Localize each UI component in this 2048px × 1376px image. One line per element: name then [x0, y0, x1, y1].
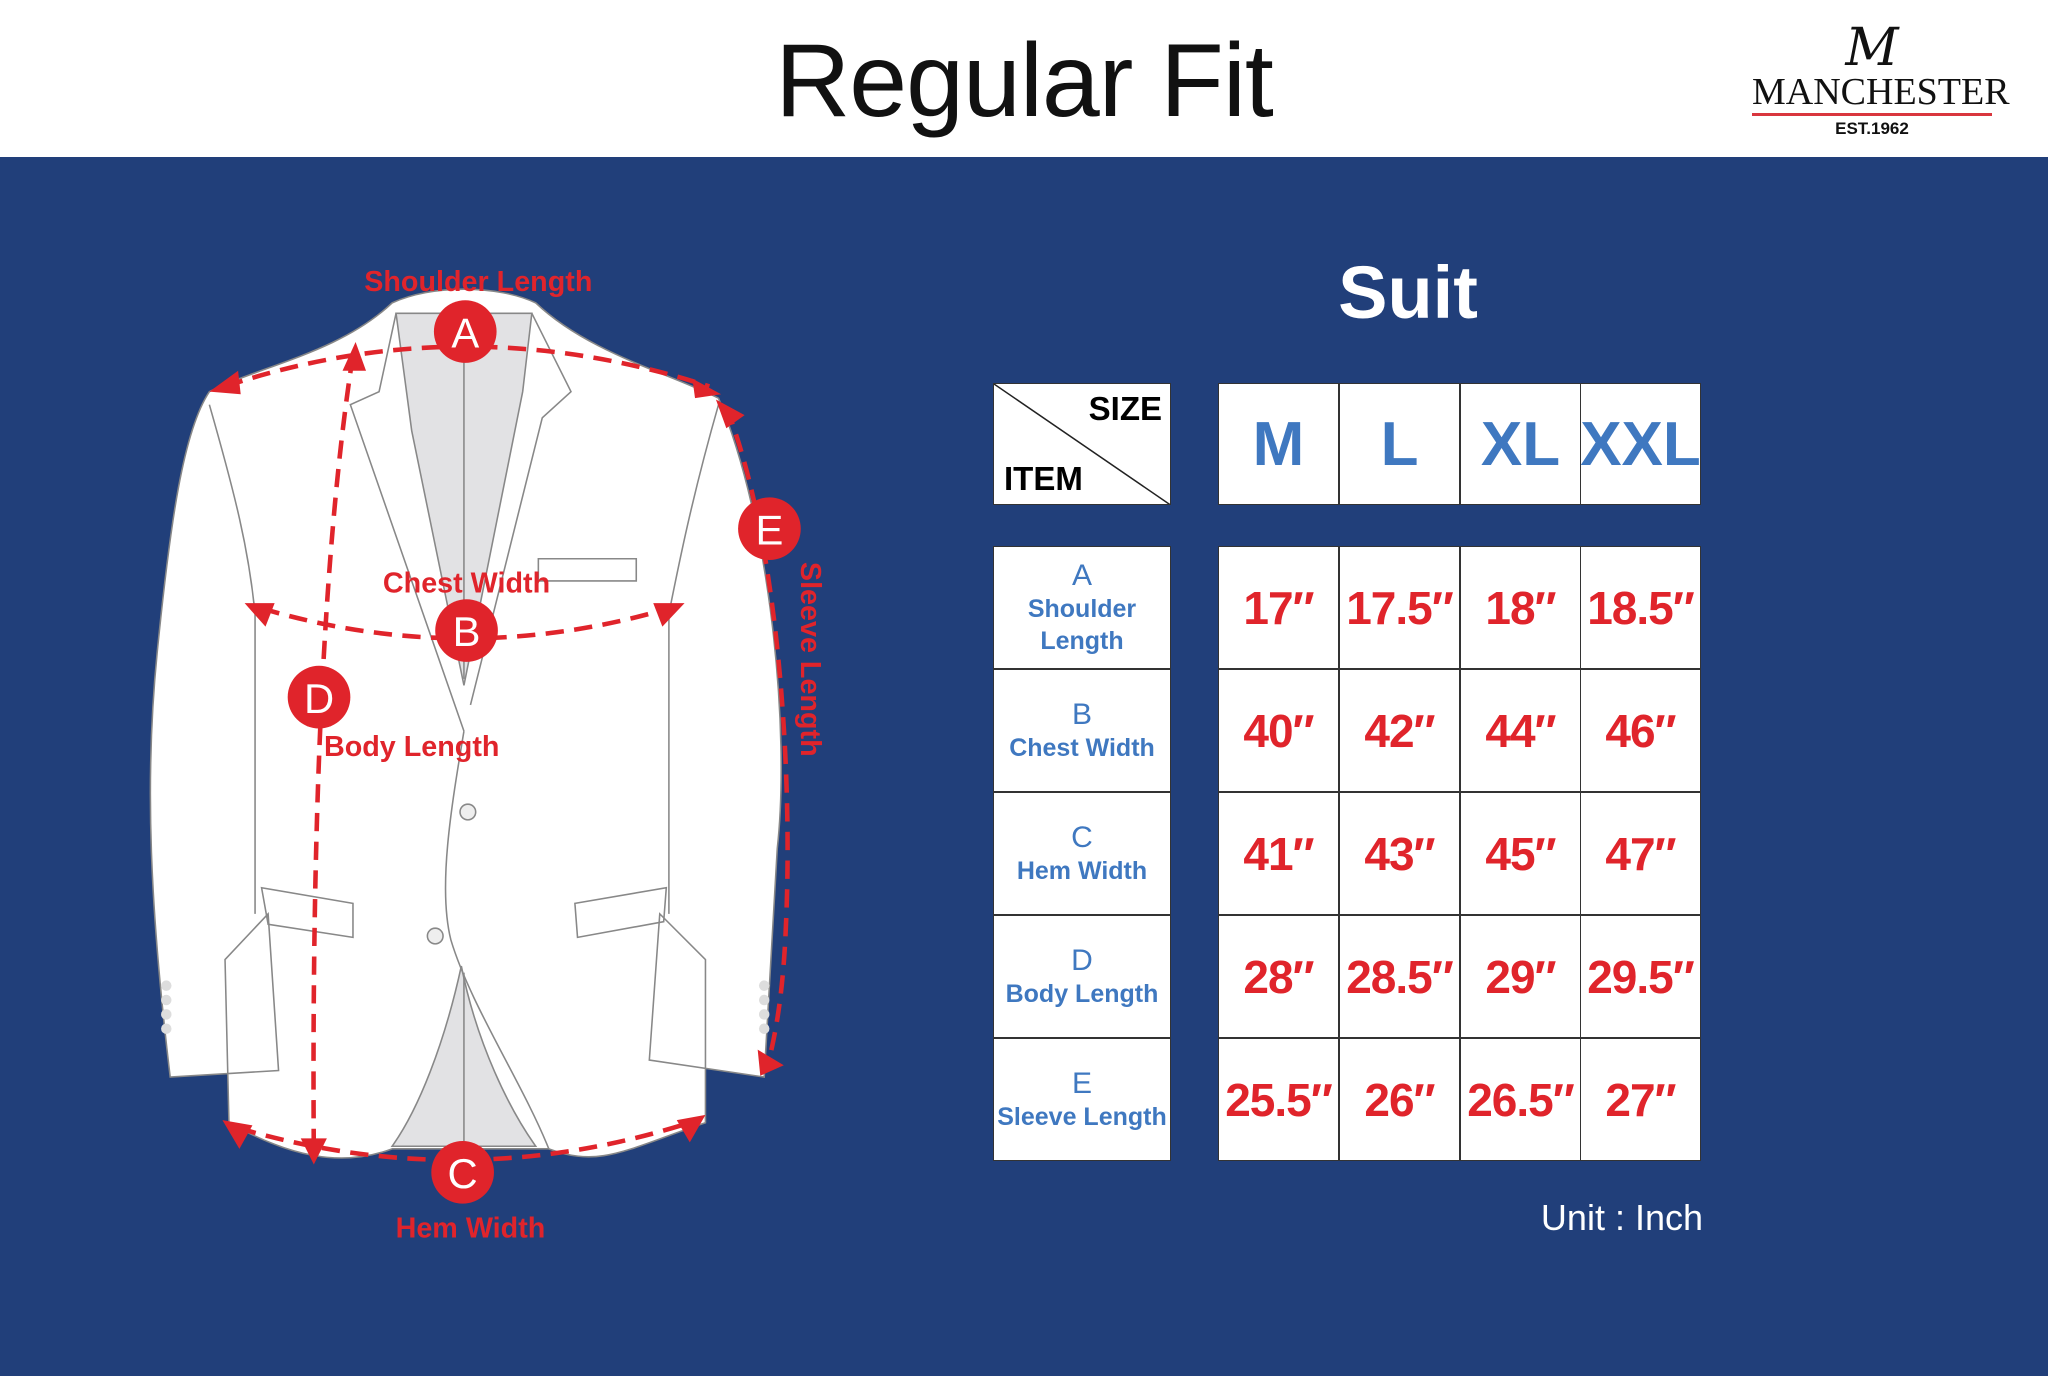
table-title: Suit [1338, 251, 1478, 334]
measurement-value: 18″ [1460, 546, 1581, 669]
label-shoulder-length: Shoulder Length [364, 266, 592, 298]
logo-name: MANCHESTER [1752, 73, 2010, 116]
measurement-value: 29″ [1460, 915, 1581, 1038]
measurement-value: 26.5″ [1460, 1038, 1581, 1161]
arrowhead [653, 603, 685, 627]
measurement-value: 45″ [1460, 792, 1581, 915]
label-sleeve-length: Sleeve Length [794, 562, 826, 757]
measurement-value: 42″ [1339, 669, 1460, 792]
item-name: Hem Width [1016, 856, 1148, 885]
measurement-value: 28″ [1218, 915, 1339, 1038]
measurement-value: 17″ [1218, 546, 1339, 669]
logo-monogram: M [1845, 18, 1899, 78]
measurement-value: 43″ [1339, 792, 1460, 915]
measurement-value: 46″ [1580, 669, 1701, 792]
item-letter: B [1071, 697, 1092, 731]
arrowhead [715, 399, 745, 429]
jacket-illustration [149, 288, 782, 1159]
measurement-value: 26″ [1339, 1038, 1460, 1161]
size-header-l: L [1339, 383, 1460, 505]
item-name: Shoulder Length [1027, 594, 1137, 655]
item-name: Sleeve Length [997, 1102, 1167, 1131]
marker-d: D [287, 665, 351, 729]
unit-note: Unit : Inch [1540, 1197, 1703, 1238]
arrowhead [244, 603, 275, 627]
item-letter: E [1071, 1066, 1092, 1100]
measurement-value: 25.5″ [1218, 1038, 1339, 1161]
corner-item-label: ITEM [1004, 460, 1083, 497]
measurement-value: 27″ [1580, 1038, 1701, 1161]
measurement-value: 17.5″ [1339, 546, 1460, 669]
measurement-value: 47″ [1580, 792, 1701, 915]
measurement-value: 44″ [1460, 669, 1581, 792]
item-name: Body Length [1005, 979, 1159, 1008]
arrowhead [222, 1120, 253, 1149]
marker-b: B [435, 599, 498, 662]
item-letter: D [1071, 943, 1093, 977]
size-header-xl: XL [1460, 383, 1581, 505]
measurement-value: 29.5″ [1580, 915, 1701, 1038]
svg-text:C: C [448, 1150, 478, 1197]
hem-line [237, 1120, 691, 1163]
size-header-m: M [1218, 383, 1339, 505]
arrowhead [676, 1114, 706, 1143]
page-title: Regular Fit [775, 23, 1274, 139]
marker-e: E [738, 497, 801, 561]
arrowhead [300, 1138, 327, 1165]
size-header-xxl: XXL [1580, 383, 1701, 505]
marker-c: C [431, 1141, 494, 1204]
item-letter: A [1071, 558, 1092, 592]
label-hem-width: Hem Width [396, 1213, 546, 1245]
header-bar: Regular Fit M MANCHESTER EST.1962 [0, 0, 2048, 157]
arrowhead [209, 370, 241, 395]
svg-text:B: B [453, 608, 481, 655]
diagonal-divider [994, 384, 1170, 504]
arrowhead [757, 1049, 784, 1076]
arrowheads [209, 342, 784, 1165]
measurement-value: 28.5″ [1339, 915, 1460, 1038]
marker-a: A [433, 300, 497, 363]
measurement-value: 41″ [1218, 792, 1339, 915]
logo-established: EST.1962 [1835, 119, 1909, 138]
svg-text:E: E [755, 506, 783, 553]
measurement-value: 40″ [1218, 669, 1339, 792]
label-chest-width: Chest Width [383, 568, 550, 600]
arrowhead [342, 342, 367, 371]
item-name: Chest Width [1009, 733, 1155, 762]
label-body-length: Body Length [324, 731, 499, 763]
measurement-value: 18.5″ [1580, 546, 1701, 669]
brand-logo: M MANCHESTER EST.1962 [1752, 18, 2010, 139]
item-letter: C [1071, 820, 1093, 854]
svg-text:A: A [451, 309, 479, 356]
table-corner-header: SIZE ITEM [993, 383, 1171, 505]
arrowhead [692, 378, 722, 399]
corner-size-label: SIZE [1088, 390, 1162, 427]
svg-text:D: D [304, 675, 334, 722]
